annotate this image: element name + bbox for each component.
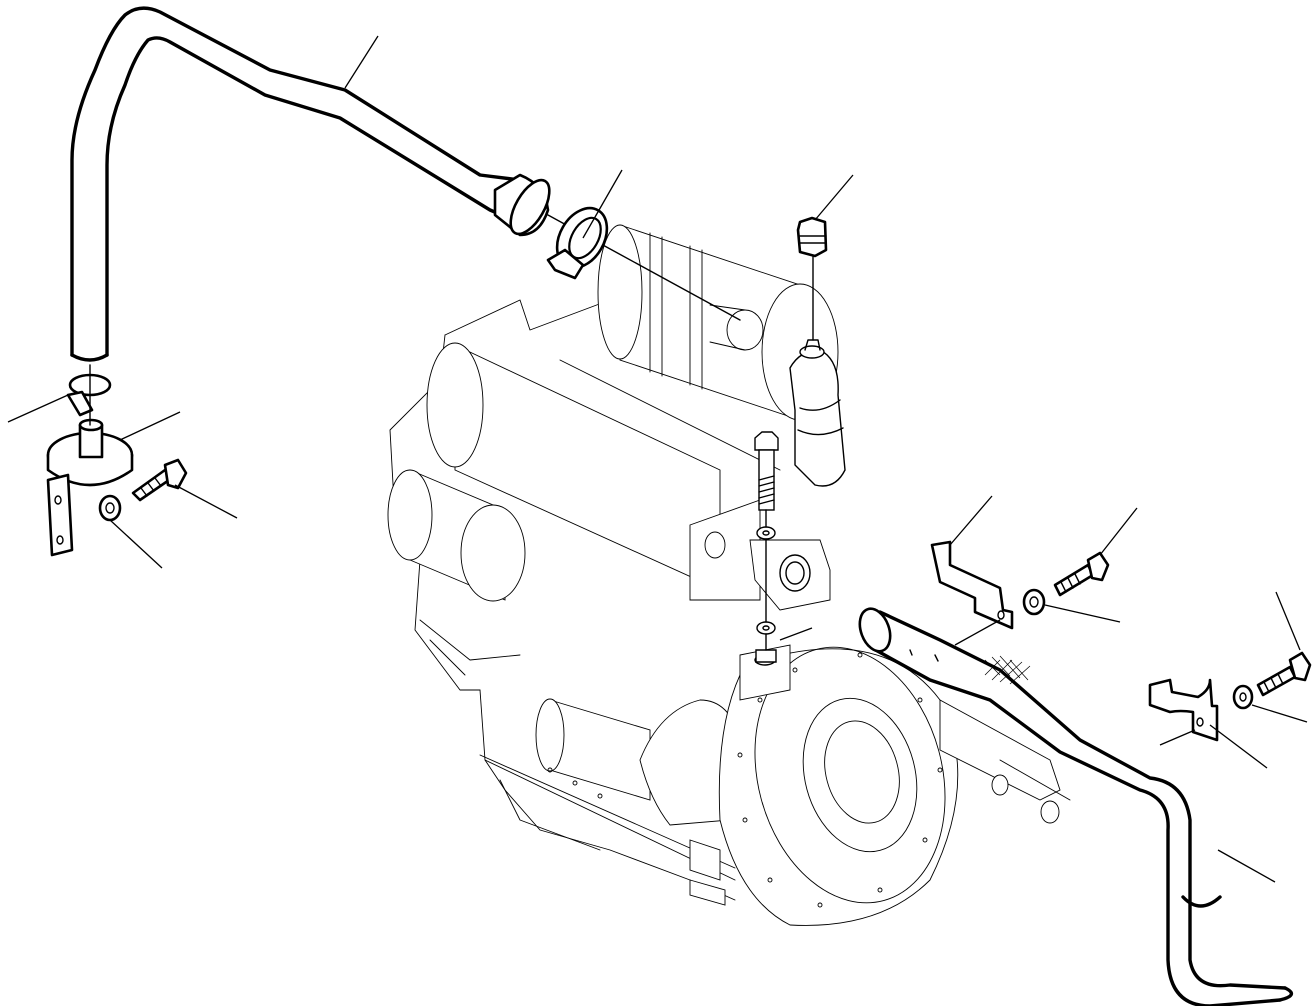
hose-clamp-upper (546, 206, 609, 280)
plug-cap (796, 216, 828, 341)
upper-hose (70, 6, 741, 362)
left-bracket-assembly (46, 364, 188, 557)
right-bracket-lower (1148, 651, 1312, 742)
leader-lines (7, 35, 1308, 883)
center-bolt-stack (754, 431, 779, 663)
right-bracket-upper (930, 540, 1110, 630)
lower-hose (858, 607, 1294, 1006)
engine-body (387, 224, 1071, 926)
hatch-patch (984, 655, 1031, 685)
